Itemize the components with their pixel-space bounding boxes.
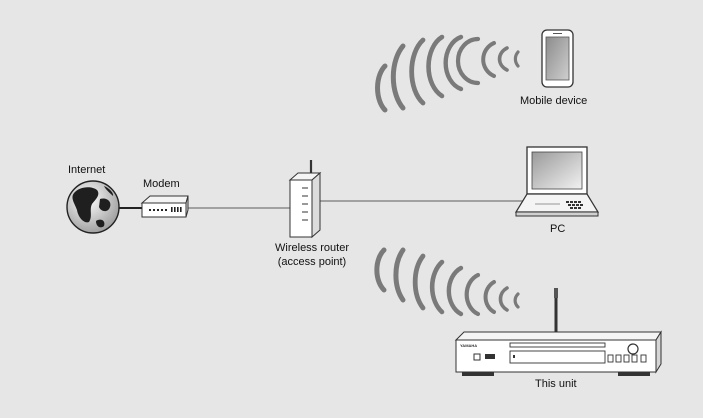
smartphone-icon	[541, 29, 574, 88]
internet-label: Internet	[68, 164, 106, 176]
pc-label: PC	[550, 223, 566, 235]
router-label-line2: (access point)	[277, 256, 347, 268]
this-unit-label: This unit	[535, 378, 577, 390]
laptop-icon	[514, 146, 600, 217]
router-label-line1: Wireless router	[275, 242, 349, 254]
router-icon	[288, 160, 322, 239]
cd-player-icon: YAMAHA	[454, 288, 662, 376]
modem-label: Modem	[143, 178, 180, 190]
brand-logo: YAMAHA	[460, 343, 477, 348]
router-label: Wireless router (access point)	[262, 241, 362, 269]
modem-icon	[140, 195, 189, 218]
cables	[118, 200, 527, 209]
wifi-wave-icon	[375, 34, 520, 113]
mobile-device-label: Mobile device	[520, 95, 588, 107]
wifi-wave-icon	[374, 247, 520, 317]
globe-icon	[66, 180, 120, 234]
